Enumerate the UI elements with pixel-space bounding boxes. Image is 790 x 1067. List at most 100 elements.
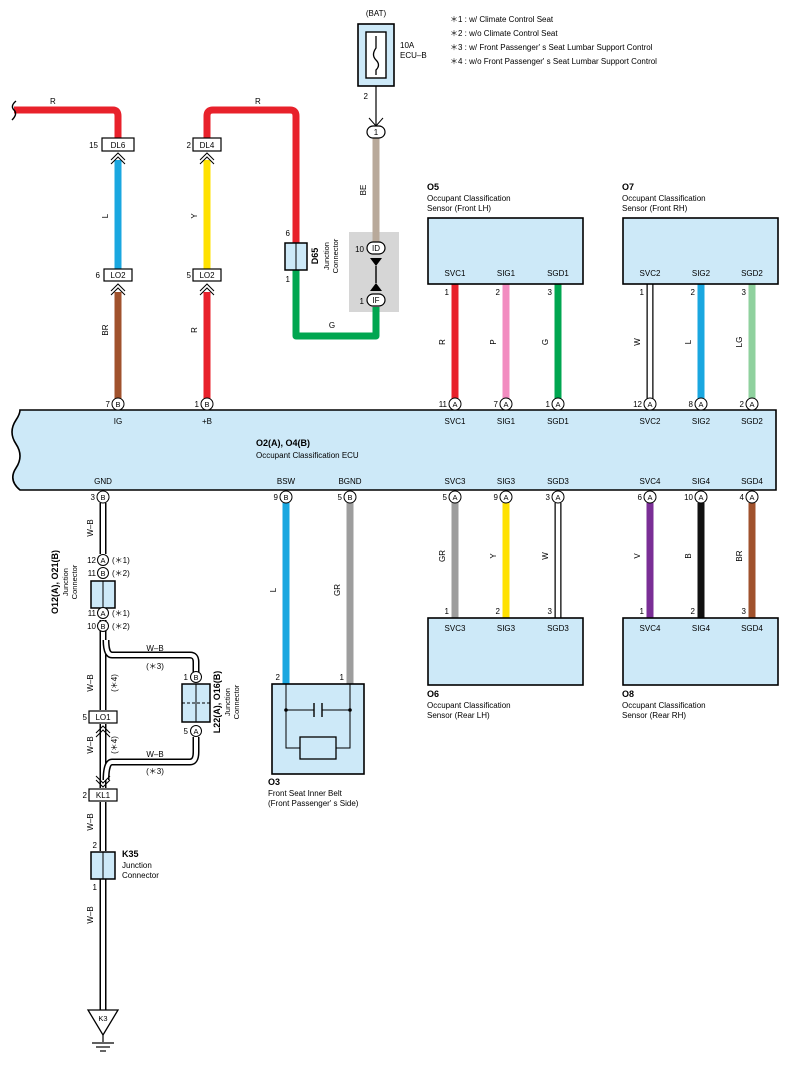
ecu-top-pin-label: SVC2 (640, 417, 661, 426)
o3-resistor-icon (299, 736, 337, 760)
o12-pin1-letter: A (100, 556, 105, 565)
ecu-bottom-pin-num: 5 (338, 493, 343, 502)
lo2a-box (103, 268, 133, 282)
ecu-top-pin-num: 2 (740, 400, 745, 409)
o6-pin2-label: SIG3 (497, 624, 516, 633)
o12-pin3-num: 11 (88, 609, 97, 618)
wb-wire (104, 737, 198, 781)
ecu-bottom-pin-label: SVC4 (640, 477, 661, 486)
fuse-rating: 10A (400, 41, 415, 50)
connector-lo2-a: 6 LO2 (96, 268, 133, 296)
wb-label-3: W–B (86, 674, 95, 691)
ecu-top-pin-letter: A (749, 400, 754, 409)
conn-bat-1 (366, 125, 386, 139)
o8-pin3-label: SGD4 (741, 624, 763, 633)
o3-belt-switch: 2 1 O3 Front Seat Inner Belt (Front Pass… (268, 673, 365, 808)
wb-wire (104, 639, 198, 674)
o12-pin1-note: (＊1) (112, 556, 130, 565)
l22-pin2-num: 5 (184, 727, 189, 736)
ecu-bottom-pin-circle (694, 490, 708, 504)
kl1-pin: 2 (83, 791, 88, 800)
sensor-o6: 1 2 3 SVC3 SIG3 SGD3 O6 Occupant Classif… (427, 607, 584, 720)
ecu-top-pin-circle (643, 397, 657, 411)
o12-desc1: Junction (61, 568, 70, 596)
conn-bat-1-label: 1 (374, 128, 379, 137)
o5-pin3-label: SGD1 (547, 269, 569, 278)
o6-id: O6 (427, 689, 439, 699)
o8-line1: Occupant Classification (622, 701, 706, 710)
o6-line2: Sensor (Rear LH) (427, 711, 490, 720)
fuse-inner (365, 31, 387, 79)
break-icon (11, 100, 17, 121)
o12-desc2: Connector (70, 564, 79, 599)
o12-pin2-circle (97, 567, 109, 579)
o5-id: O5 (427, 182, 439, 192)
wb-label-6: W–B (86, 813, 95, 830)
ecu-bottom-pin-circle (448, 490, 462, 504)
lo2b-name: LO2 (199, 271, 215, 280)
l22-pin2-letter: A (193, 727, 198, 736)
ecu-bottom-pin-letter: A (555, 493, 560, 502)
ecu-top-pin-letter: A (647, 400, 652, 409)
kl1-box (88, 788, 118, 802)
id-name: ID (372, 244, 380, 253)
lo2b-box (192, 268, 222, 282)
wire-label-be: BE (359, 185, 368, 196)
o8-pin2-num: 2 (691, 607, 696, 616)
d65-id: D65 (310, 248, 320, 265)
ecu-bottom-pin-circle (499, 490, 513, 504)
ecu-bottom-pin-label: SVC3 (445, 477, 466, 486)
ecu-bottom-pin-label: SGD4 (741, 477, 763, 486)
k35-id: K35 (122, 849, 139, 859)
ecu-top-pin-num: 1 (546, 400, 551, 409)
lo1-box (88, 710, 118, 724)
o8-pin2-label: SIG4 (692, 624, 711, 633)
ecu-top-pin-num: 11 (439, 400, 448, 409)
ecu-top-pin-num: 7 (106, 400, 111, 409)
o5-pin1-num: 1 (445, 288, 450, 297)
o7-pin3-num: 3 (742, 288, 747, 297)
ground-triangle-icon (86, 1009, 120, 1037)
ecu-box (11, 409, 777, 491)
wire-label-svc3: GR (438, 550, 447, 562)
ecu-top-pin-label: IG (114, 417, 122, 426)
ecu-top-pin-label: +B (202, 417, 212, 426)
ecu-bottom-pin-label: GND (94, 477, 112, 486)
wire-label-r-top: R (50, 97, 56, 106)
o3-node-r (348, 708, 352, 712)
ecu-bottom-pin-circle (279, 490, 293, 504)
wire-label-sgd3: W (541, 552, 550, 560)
ecu-bottom-pin-letter: A (647, 493, 652, 502)
id-arrow-icon (370, 258, 382, 266)
ecu-top-pin-label: SGD1 (547, 417, 569, 426)
kl1-chevron-icon (95, 775, 111, 788)
lo2b-pin: 5 (187, 271, 192, 280)
lo2a-chevron-icon (110, 283, 126, 296)
ground-id: K3 (98, 1014, 107, 1023)
wire-label-sig2: L (684, 339, 693, 344)
ecu-bottom-pin-letter: B (347, 493, 352, 502)
ecu-top-pin-letter: A (698, 400, 703, 409)
o7-pin1-num: 1 (640, 288, 645, 297)
d65-pin-top: 6 (286, 229, 291, 238)
wire-label-bgnd: GR (333, 584, 342, 596)
junction-l22-o16: 1 B 5 A L22(A), O16(B) Junction Connecto… (181, 671, 241, 737)
wire-r-right (203, 106, 300, 243)
dl6-box (101, 137, 135, 152)
if-pin: 1 (360, 297, 365, 306)
lo2b-chevron-icon (199, 283, 215, 296)
o3-id: O3 (268, 777, 280, 787)
junction-k35: 2 1 K35 Junction Connector (90, 841, 159, 892)
k35-pin-bot: 1 (93, 883, 98, 892)
o8-id: O8 (622, 689, 634, 699)
wb-wires (99, 503, 200, 1010)
o12-pin4-note: (＊2) (112, 622, 130, 631)
ecu-top-pin-circle (745, 397, 759, 411)
wire-label-svc1: R (438, 339, 447, 345)
o7-pin2-num: 2 (691, 288, 696, 297)
ecu-bottom-pin-label: BGND (338, 477, 361, 486)
ecu-bottom-pin-letter: A (698, 493, 703, 502)
wire-label-sgd1: G (541, 339, 550, 345)
